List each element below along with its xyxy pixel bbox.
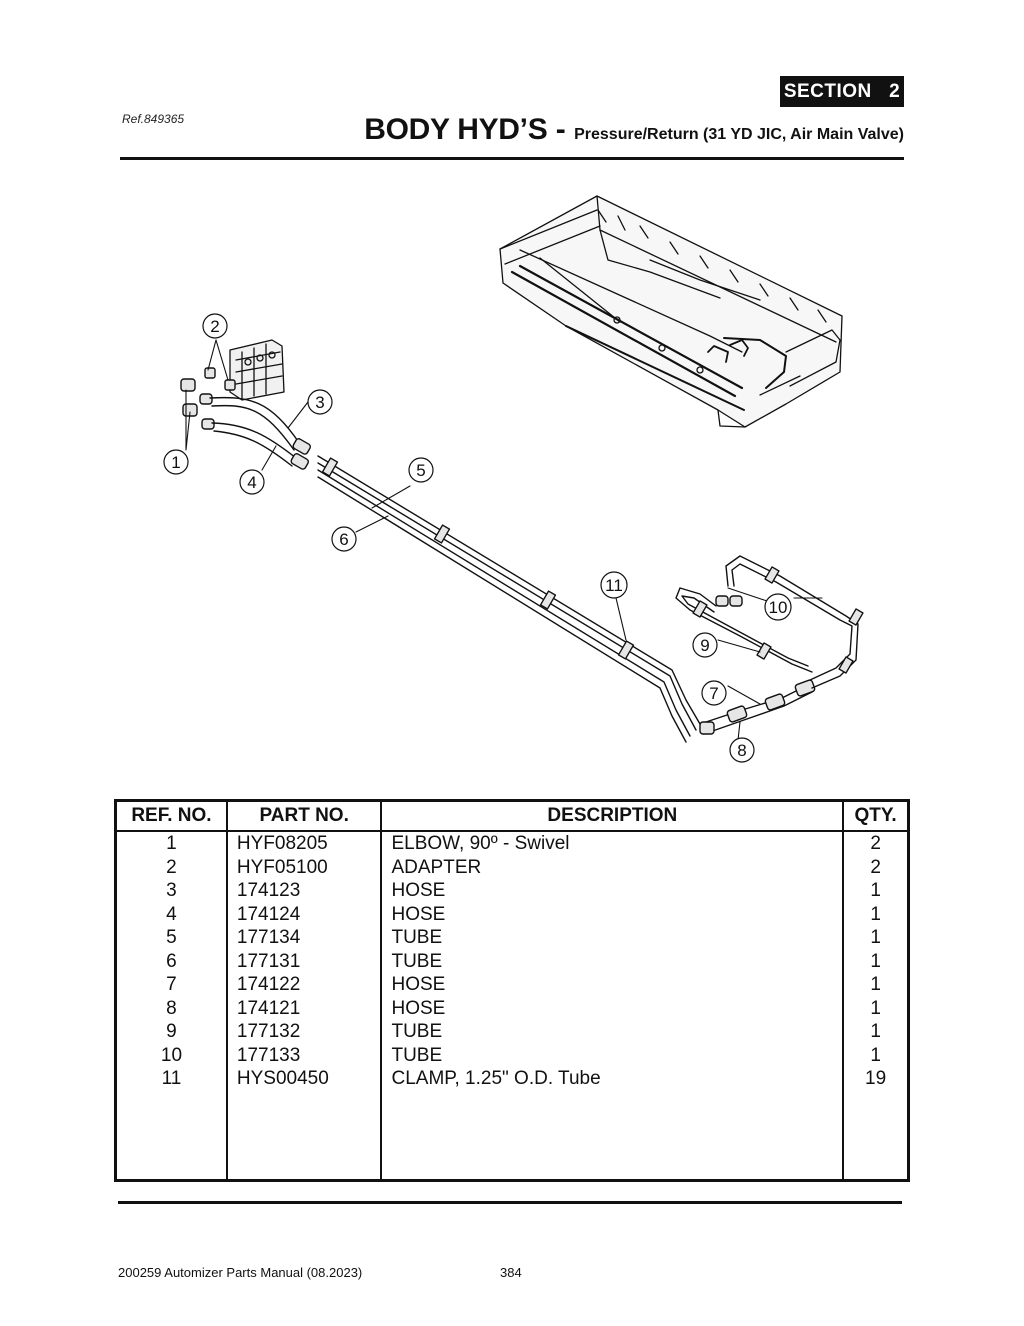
svg-text:1: 1 bbox=[171, 453, 180, 472]
svg-text:4: 4 bbox=[247, 473, 256, 492]
table-cell-qty: 2 bbox=[870, 856, 881, 878]
table-cell-desc: HOSE bbox=[391, 903, 446, 925]
table-cell-ref: 2 bbox=[166, 856, 177, 878]
table-cell-part: 174121 bbox=[236, 997, 301, 1019]
hoses-3-4 bbox=[209, 396, 312, 470]
table-cell-desc: TUBE bbox=[391, 1021, 443, 1042]
callout-1: 1 bbox=[163, 449, 189, 475]
svg-text:7: 7 bbox=[709, 684, 718, 703]
footer-manual-title: 200259 Automizer Parts Manual (08.2023) bbox=[118, 1265, 363, 1280]
callout-4: 4 bbox=[239, 469, 265, 495]
table-cell-ref: 8 bbox=[166, 997, 177, 1019]
title-subtitle: Pressure/Return (31 YD JIC, Air Main Val… bbox=[574, 126, 904, 143]
table-cell-part: 177134 bbox=[236, 927, 301, 948]
table-cell-part: 177132 bbox=[236, 1021, 301, 1042]
table-cell-ref: 3 bbox=[166, 880, 177, 901]
table-cell-desc: ADAPTER bbox=[391, 856, 482, 878]
table-cell-desc: TUBE bbox=[391, 1044, 443, 1066]
table-cell-desc: TUBE bbox=[391, 950, 443, 972]
column-header-description: DESCRIPTION bbox=[381, 800, 845, 832]
table-cell-desc: HOSE bbox=[391, 880, 446, 901]
title-main: BODY HYD’S bbox=[364, 113, 548, 146]
callout-11: 11 bbox=[600, 571, 628, 599]
svg-text:10: 10 bbox=[769, 598, 788, 617]
table-cell-desc: CLAMP, 1.25" O.D. Tube bbox=[391, 1068, 601, 1089]
reference-number: Ref.849365 bbox=[122, 112, 185, 126]
section-badge: SECTION 2 bbox=[780, 76, 904, 107]
callout-10: 10 bbox=[764, 593, 792, 621]
table-cell-qty: 1 bbox=[870, 927, 881, 948]
table-cell-ref: 6 bbox=[166, 950, 177, 972]
svg-text:6: 6 bbox=[339, 530, 348, 549]
table-cell-qty: 2 bbox=[870, 833, 881, 854]
table-cell-part: 177131 bbox=[236, 950, 301, 972]
svg-text:8: 8 bbox=[737, 741, 746, 760]
table-header-row: REF. NO. PART NO. DESCRIPTION QTY. bbox=[115, 800, 909, 832]
table-cell-qty: 1 bbox=[870, 1044, 881, 1066]
table-cell-part: HYF05100 bbox=[236, 856, 328, 878]
header-rule bbox=[120, 157, 904, 160]
page-number: 384 bbox=[500, 1265, 522, 1280]
title-separator: - bbox=[547, 113, 575, 146]
table-cell-ref: 11 bbox=[161, 1068, 182, 1089]
table-cell-part: 174123 bbox=[236, 880, 301, 901]
table-cell-part: 174124 bbox=[236, 903, 301, 925]
table-cell-ref: 4 bbox=[166, 903, 177, 925]
table-cell-desc: ELBOW, 90º - Swivel bbox=[391, 833, 570, 854]
truck-body-inset bbox=[499, 195, 843, 428]
column-header-part: PART NO. bbox=[226, 800, 383, 832]
table-cell-ref: 1 bbox=[166, 833, 177, 854]
tubes-5-6 bbox=[317, 455, 701, 743]
table-cell-qty: 1 bbox=[870, 1021, 881, 1042]
table-cell-qty: 1 bbox=[870, 903, 881, 925]
svg-text:2: 2 bbox=[210, 317, 219, 336]
svg-text:3: 3 bbox=[315, 393, 324, 412]
callout-7: 7 bbox=[701, 680, 727, 706]
svg-text:11: 11 bbox=[605, 576, 623, 595]
column-header-ref: REF. NO. bbox=[115, 800, 228, 832]
main-valve bbox=[229, 339, 285, 401]
table-cell-ref: 7 bbox=[166, 974, 177, 995]
table-cell-qty: 1 bbox=[870, 974, 881, 995]
page-title: BODY HYD’S - Pressure/Return (31 YD JIC,… bbox=[364, 113, 904, 147]
callout-6: 6 bbox=[331, 526, 357, 552]
tubes-9-10 bbox=[675, 555, 864, 689]
table-cell-qty: 1 bbox=[870, 880, 881, 901]
table-cell-desc: HOSE bbox=[391, 997, 446, 1019]
callouts: 1 2 3 4 5 6 7 8 9 10 11 bbox=[163, 313, 792, 763]
table-cell-part: 177133 bbox=[236, 1044, 301, 1066]
callout-leaders bbox=[185, 339, 823, 741]
callout-9: 9 bbox=[692, 632, 718, 658]
svg-text:9: 9 bbox=[700, 636, 709, 655]
table-cell-qty: 1 bbox=[870, 997, 881, 1019]
callout-3: 3 bbox=[307, 389, 333, 415]
table-cell-part: 174122 bbox=[236, 974, 301, 995]
callout-8: 8 bbox=[729, 737, 755, 763]
table-cell-ref: 5 bbox=[166, 927, 177, 948]
table-cell-part: HYF08205 bbox=[236, 833, 328, 854]
svg-text:5: 5 bbox=[416, 461, 425, 480]
callout-2: 2 bbox=[202, 313, 228, 339]
footer-rule bbox=[118, 1201, 902, 1204]
table-cell-qty: 19 bbox=[865, 1068, 887, 1089]
table-cell-ref: 9 bbox=[166, 1021, 177, 1042]
table-cell-desc: HOSE bbox=[391, 974, 446, 995]
column-header-qty: QTY. bbox=[843, 800, 909, 832]
table-cell-part: HYS00450 bbox=[236, 1068, 329, 1089]
callout-5: 5 bbox=[408, 457, 434, 483]
exploded-parts-diagram: 1 2 3 4 5 6 7 8 9 10 11 bbox=[163, 195, 864, 763]
table-cell-ref: 10 bbox=[160, 1044, 183, 1066]
table-cell-qty: 1 bbox=[870, 950, 881, 972]
table-cell-desc: TUBE bbox=[391, 927, 443, 948]
hoses-7-8 bbox=[699, 679, 816, 735]
